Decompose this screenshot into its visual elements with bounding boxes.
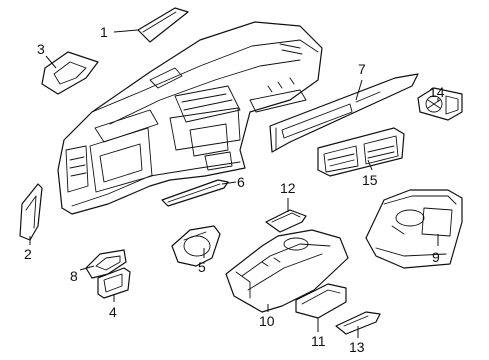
callout-4: 4 — [109, 304, 117, 320]
part-3-side-trim — [41, 51, 99, 95]
part-12-small-trim — [265, 209, 307, 233]
callout-3: 3 — [37, 41, 45, 57]
callout-5: 5 — [198, 259, 206, 275]
leader-lines — [29, 29, 439, 338]
leader-6 — [221, 181, 237, 185]
leader-15 — [367, 159, 373, 171]
part-14-right-vent — [417, 87, 463, 121]
leader-7 — [355, 79, 363, 101]
part-10-lower-panel — [225, 229, 349, 313]
part-15-center-vent — [317, 127, 405, 177]
part-6-trim-bar — [161, 179, 229, 207]
callout-9: 9 — [432, 249, 440, 265]
leader-1 — [113, 29, 139, 33]
callout-labels: 1 2 3 4 5 6 7 8 9 10 11 12 13 14 15 — [24, 24, 445, 355]
part-5-column-trim — [171, 225, 221, 267]
part-1-top-cover — [137, 7, 189, 43]
callout-7: 7 — [358, 61, 366, 77]
callout-8: 8 — [70, 268, 78, 284]
callout-1: 1 — [100, 24, 108, 40]
callout-12: 12 — [280, 180, 296, 196]
callout-13: 13 — [349, 339, 365, 355]
leader-3 — [45, 55, 57, 69]
part-dashboard-main — [57, 21, 323, 215]
part-4-switch-panel — [97, 267, 131, 299]
part-7-trim-strip — [269, 73, 419, 153]
callout-14: 14 — [429, 84, 445, 100]
part-8-knee-trim — [85, 249, 127, 279]
part-13-bracket — [335, 311, 381, 335]
callout-10: 10 — [259, 313, 275, 329]
leader-8 — [79, 265, 95, 271]
part-11-box-piece — [295, 283, 347, 319]
part-2-left-end-panel — [19, 183, 43, 241]
callout-2: 2 — [24, 246, 32, 262]
part-9-glove-box — [365, 189, 463, 269]
callout-15: 15 — [362, 172, 378, 188]
callout-6: 6 — [237, 174, 245, 190]
callout-11: 11 — [311, 333, 326, 349]
